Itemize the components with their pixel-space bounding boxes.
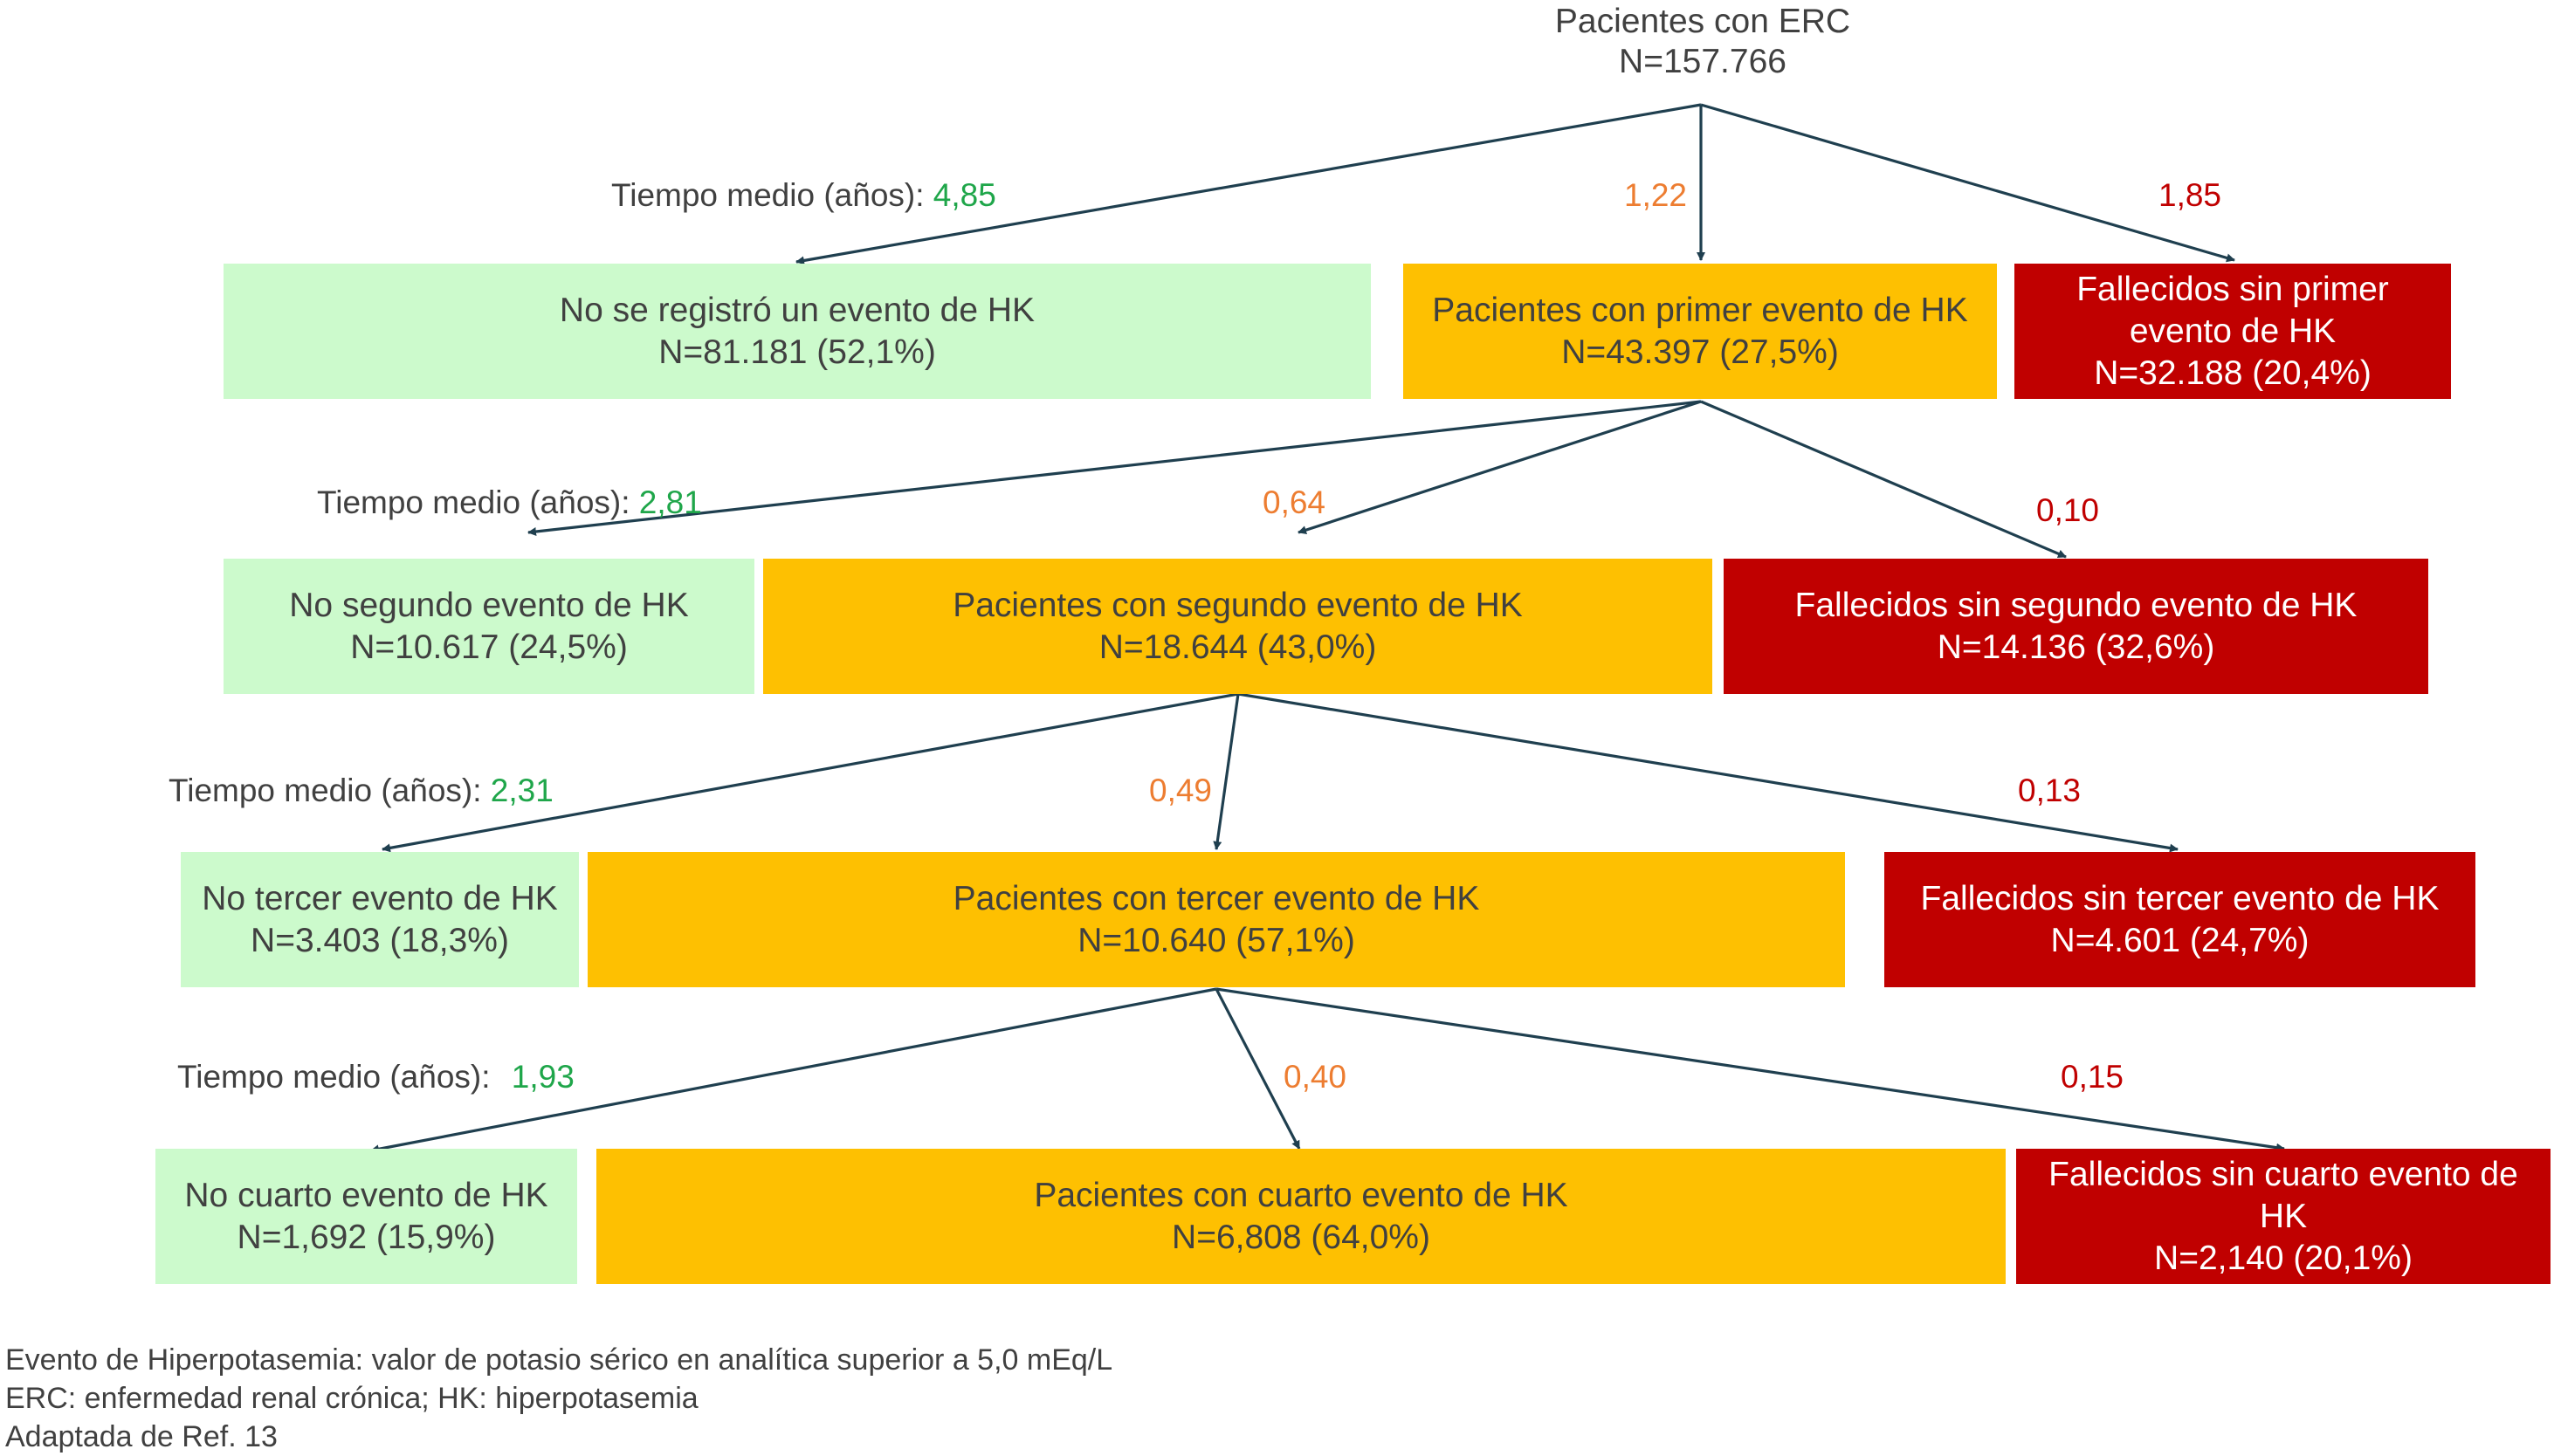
node-died-without-second-event: Fallecidos sin segundo evento de HK N=14…: [1724, 559, 2428, 694]
mean-time-row-4: Tiempo medio (años): 1,93: [177, 1058, 575, 1096]
arrow-event2-to-died-3: [1237, 692, 2179, 853]
node-label: Fallecidos sin primer: [2076, 270, 2389, 308]
node-count: N=1,692 (15,9%): [237, 1218, 496, 1256]
root-title: Pacientes con ERC: [1554, 3, 1851, 40]
arrow-event1-to-no-event-2: [527, 400, 1702, 536]
node-label: Fallecidos sin tercer evento de HK: [1920, 879, 2440, 917]
node-count: N=2,140 (20,1%): [2154, 1239, 2413, 1277]
node-count: N=43.397 (27,5%): [1561, 333, 1839, 371]
node-count: N=6,808 (64,0%): [1172, 1218, 1430, 1256]
time-no-event-3: 2,31: [490, 773, 554, 808]
node-label: No se registró un evento de HK: [559, 291, 1036, 329]
arrow-event1-to-event-2: [1298, 400, 1702, 534]
node-count: N=4.601 (24,7%): [2050, 921, 2310, 959]
time-died-3: 0,13: [2018, 773, 2082, 808]
node-label: Pacientes con tercer evento de HK: [953, 879, 1480, 917]
mean-time-row-1: Tiempo medio (años): 4,85: [611, 176, 996, 215]
arrow-event3-to-event-4: [1215, 988, 1301, 1150]
node-first-event: Pacientes con primer evento de HK N=43.3…: [1403, 264, 1997, 399]
arrow-event2-to-event-3: [1213, 693, 1240, 850]
arrow-root-to-no-event-1: [795, 103, 1702, 265]
node-no-second-event: No segundo evento de HK N=10.617 (24,5%): [224, 559, 754, 694]
node-second-event: Pacientes con segundo evento de HK N=18.…: [763, 559, 1712, 694]
node-label: No segundo evento de HK: [289, 586, 689, 624]
node-died-without-first-event: Fallecidos sin primer evento de HK N=32.…: [2014, 264, 2451, 399]
node-count: N=10.617 (24,5%): [350, 628, 628, 666]
arrow-event2-to-no-event-3: [382, 692, 1239, 853]
root-count: N=157.766: [1619, 43, 1786, 80]
node-count: N=18.644 (43,0%): [1098, 628, 1377, 666]
node-label: Fallecidos sin segundo evento de HK: [1794, 586, 2358, 624]
time-no-event-1: 4,85: [933, 177, 996, 213]
arrow-root-to-died-1: [1700, 103, 2235, 263]
node-no-third-event: No tercer evento de HK N=3.403 (18,3%): [181, 852, 579, 987]
time-died-1: 1,85: [2158, 177, 2222, 213]
arrow-event1-to-died-2: [1700, 400, 2067, 559]
node-count: N=10.640 (57,1%): [1077, 921, 1355, 959]
time-event-3: 0,49: [1149, 773, 1213, 808]
mean-time-label: Tiempo medio (años):: [317, 484, 630, 520]
node-died-without-fourth-event: Fallecidos sin cuarto evento de HK N=2,1…: [2016, 1149, 2551, 1284]
mean-time-row-3: Tiempo medio (años): 2,31: [169, 772, 554, 810]
footnote-source: Adaptada de Ref. 13: [5, 1420, 278, 1453]
time-event-1: 1,22: [1624, 177, 1688, 213]
node-count: N=14.136 (32,6%): [1937, 628, 2215, 666]
arrow-event3-to-no-event-4: [370, 987, 1217, 1154]
time-event-2: 0,64: [1263, 484, 1326, 520]
footnote-definition: Evento de Hiperpotasemia: valor de potas…: [5, 1343, 1113, 1377]
node-label: Pacientes con cuarto evento de HK: [1034, 1176, 1568, 1214]
node-no-first-event: No se registró un evento de HK N=81.181 …: [224, 264, 1371, 399]
mean-time-label: Tiempo medio (años):: [611, 177, 925, 213]
node-label: No tercer evento de HK: [202, 879, 558, 917]
node-fourth-event: Pacientes con cuarto evento de HK N=6,80…: [596, 1149, 2006, 1284]
time-died-4: 0,15: [2061, 1059, 2124, 1095]
node-label: Fallecidos sin cuarto evento de: [2048, 1155, 2518, 1193]
mean-time-label: Tiempo medio (años):: [177, 1059, 491, 1095]
node-count: N=32.188 (20,4%): [2094, 354, 2372, 392]
node-label-cont: HK: [2259, 1197, 2308, 1235]
node-died-without-third-event: Fallecidos sin tercer evento de HK N=4.6…: [1884, 852, 2475, 987]
node-no-fourth-event: No cuarto evento de HK N=1,692 (15,9%): [155, 1149, 577, 1284]
node-count: N=3.403 (18,3%): [251, 921, 509, 959]
node-label: No cuarto evento de HK: [184, 1176, 548, 1214]
time-no-event-2: 2,81: [638, 484, 702, 520]
time-no-event-4: 1,93: [511, 1059, 575, 1095]
node-label: Pacientes con primer evento de HK: [1432, 291, 1968, 329]
arrow-event3-to-died-4: [1215, 987, 2285, 1152]
time-event-4: 0,40: [1284, 1059, 1347, 1095]
node-label: Pacientes con segundo evento de HK: [953, 586, 1523, 624]
node-count: N=81.181 (52,1%): [658, 333, 936, 371]
time-died-2: 0,10: [2036, 492, 2100, 528]
root-node: Pacientes con ERC N=157.766: [1441, 2, 1965, 82]
node-third-event: Pacientes con tercer evento de HK N=10.6…: [588, 852, 1845, 987]
mean-time-row-2: Tiempo medio (años): 2,81: [317, 484, 702, 522]
node-label-cont: evento de HK: [2129, 312, 2337, 350]
footnote-abbreviations: ERC: enfermedad renal crónica; HK: hiper…: [5, 1382, 699, 1415]
mean-time-label: Tiempo medio (años):: [169, 773, 482, 808]
